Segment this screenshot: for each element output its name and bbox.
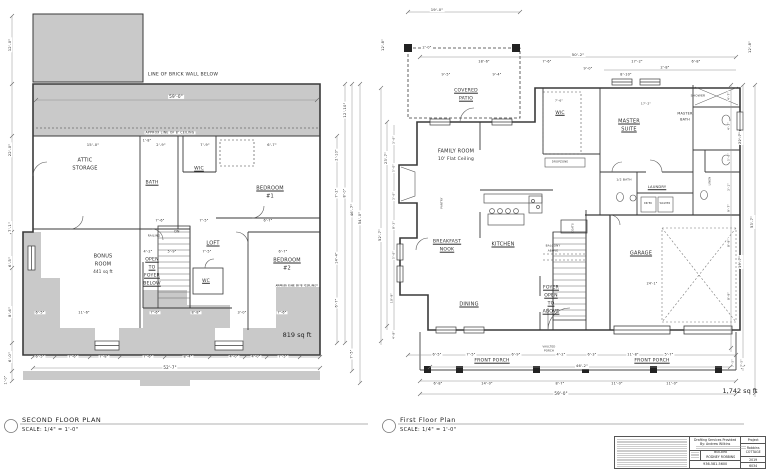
disclaimer-text — [615, 437, 691, 468]
project-label: Project — [741, 437, 765, 444]
first-floor-plan — [378, 9, 758, 397]
plan-title-text: First Floor Plan — [400, 416, 456, 424]
second-floor-window-bays — [95, 328, 243, 342]
first-floor-windows — [396, 78, 744, 334]
second-floor-plan-title: SECOND FLOOR PLAN SCALE: 1/4" = 1'-0" — [22, 416, 101, 433]
builder-name: RODNEY ROBBINS — [706, 454, 736, 459]
second-floor-title-bubble — [4, 419, 18, 433]
second-floor-windows — [27, 245, 244, 351]
fireplace — [400, 166, 416, 202]
second-floor-walls — [22, 13, 321, 356]
stair-treads-down — [158, 231, 190, 299]
title-block: Drafting Services Provided By: Andrew Wi… — [614, 436, 766, 469]
drafting-services-note: Drafting Services Provided By: Andrew Wi… — [690, 437, 747, 451]
first-floor-dim-lines — [380, 11, 756, 397]
front-porch — [419, 332, 737, 373]
plan-title-text: SECOND FLOOR PLAN — [22, 416, 102, 424]
first-floor-area-label: 1,742 sq ft — [722, 387, 758, 395]
first-floor-dashed-details — [542, 91, 586, 261]
first-floor-dim-ticks — [378, 9, 758, 397]
second-floor-dashed-lines — [36, 127, 320, 286]
first-floor-plan-title: First Floor Plan SCALE: 1/4" = 1'-0" — [400, 416, 456, 433]
garage-doors — [613, 325, 733, 335]
project-name: Robbins COTTAGE — [741, 444, 765, 457]
first-floor-door-swings — [415, 107, 663, 331]
kitchen-fixtures — [483, 193, 543, 226]
garage-dashed-lines — [661, 227, 737, 323]
plan-scale-text: SCALE: 1/4" = 1'-0" — [400, 426, 457, 433]
first-floor-title-bubble — [382, 419, 396, 433]
title-block-project: Project Robbins COTTAGE 2019 6034 — [741, 437, 765, 468]
second-floor-poche — [23, 14, 320, 386]
covered-patio-outline — [404, 44, 521, 119]
sheet-number: 6034 — [749, 463, 758, 468]
first-floor-exterior-walls — [398, 87, 741, 331]
services-contact-line — [696, 446, 747, 449]
services-line2: By: Andrew Wilkins — [700, 442, 731, 446]
builder-label: BUILDER — [714, 450, 728, 454]
title-block-center: Drafting Services Provided By: Andrew Wi… — [690, 437, 747, 468]
second-floor-plan — [9, 13, 363, 386]
second-floor-door-swings — [32, 161, 265, 269]
second-floor-dim-ticks — [9, 13, 363, 386]
plan-scale-text: SCALE: 1/4" = 1'-0" — [22, 426, 79, 433]
builder-section: BUILDER RODNEY ROBBINS — [690, 450, 741, 461]
revision-dates — [690, 450, 702, 460]
plan-title-marks — [4, 419, 744, 433]
sheet-year: 2019 — [741, 457, 765, 463]
services-line1: Drafting Services Provided — [694, 438, 737, 442]
second-floor-area-label: 819 sq ft — [282, 331, 312, 339]
builder-cell: BUILDER RODNEY ROBBINS — [701, 450, 740, 461]
builder-phone: 936-581-5600 — [703, 462, 728, 466]
second-floor-dim-lines — [11, 16, 361, 383]
stair-treads-up — [553, 237, 586, 317]
